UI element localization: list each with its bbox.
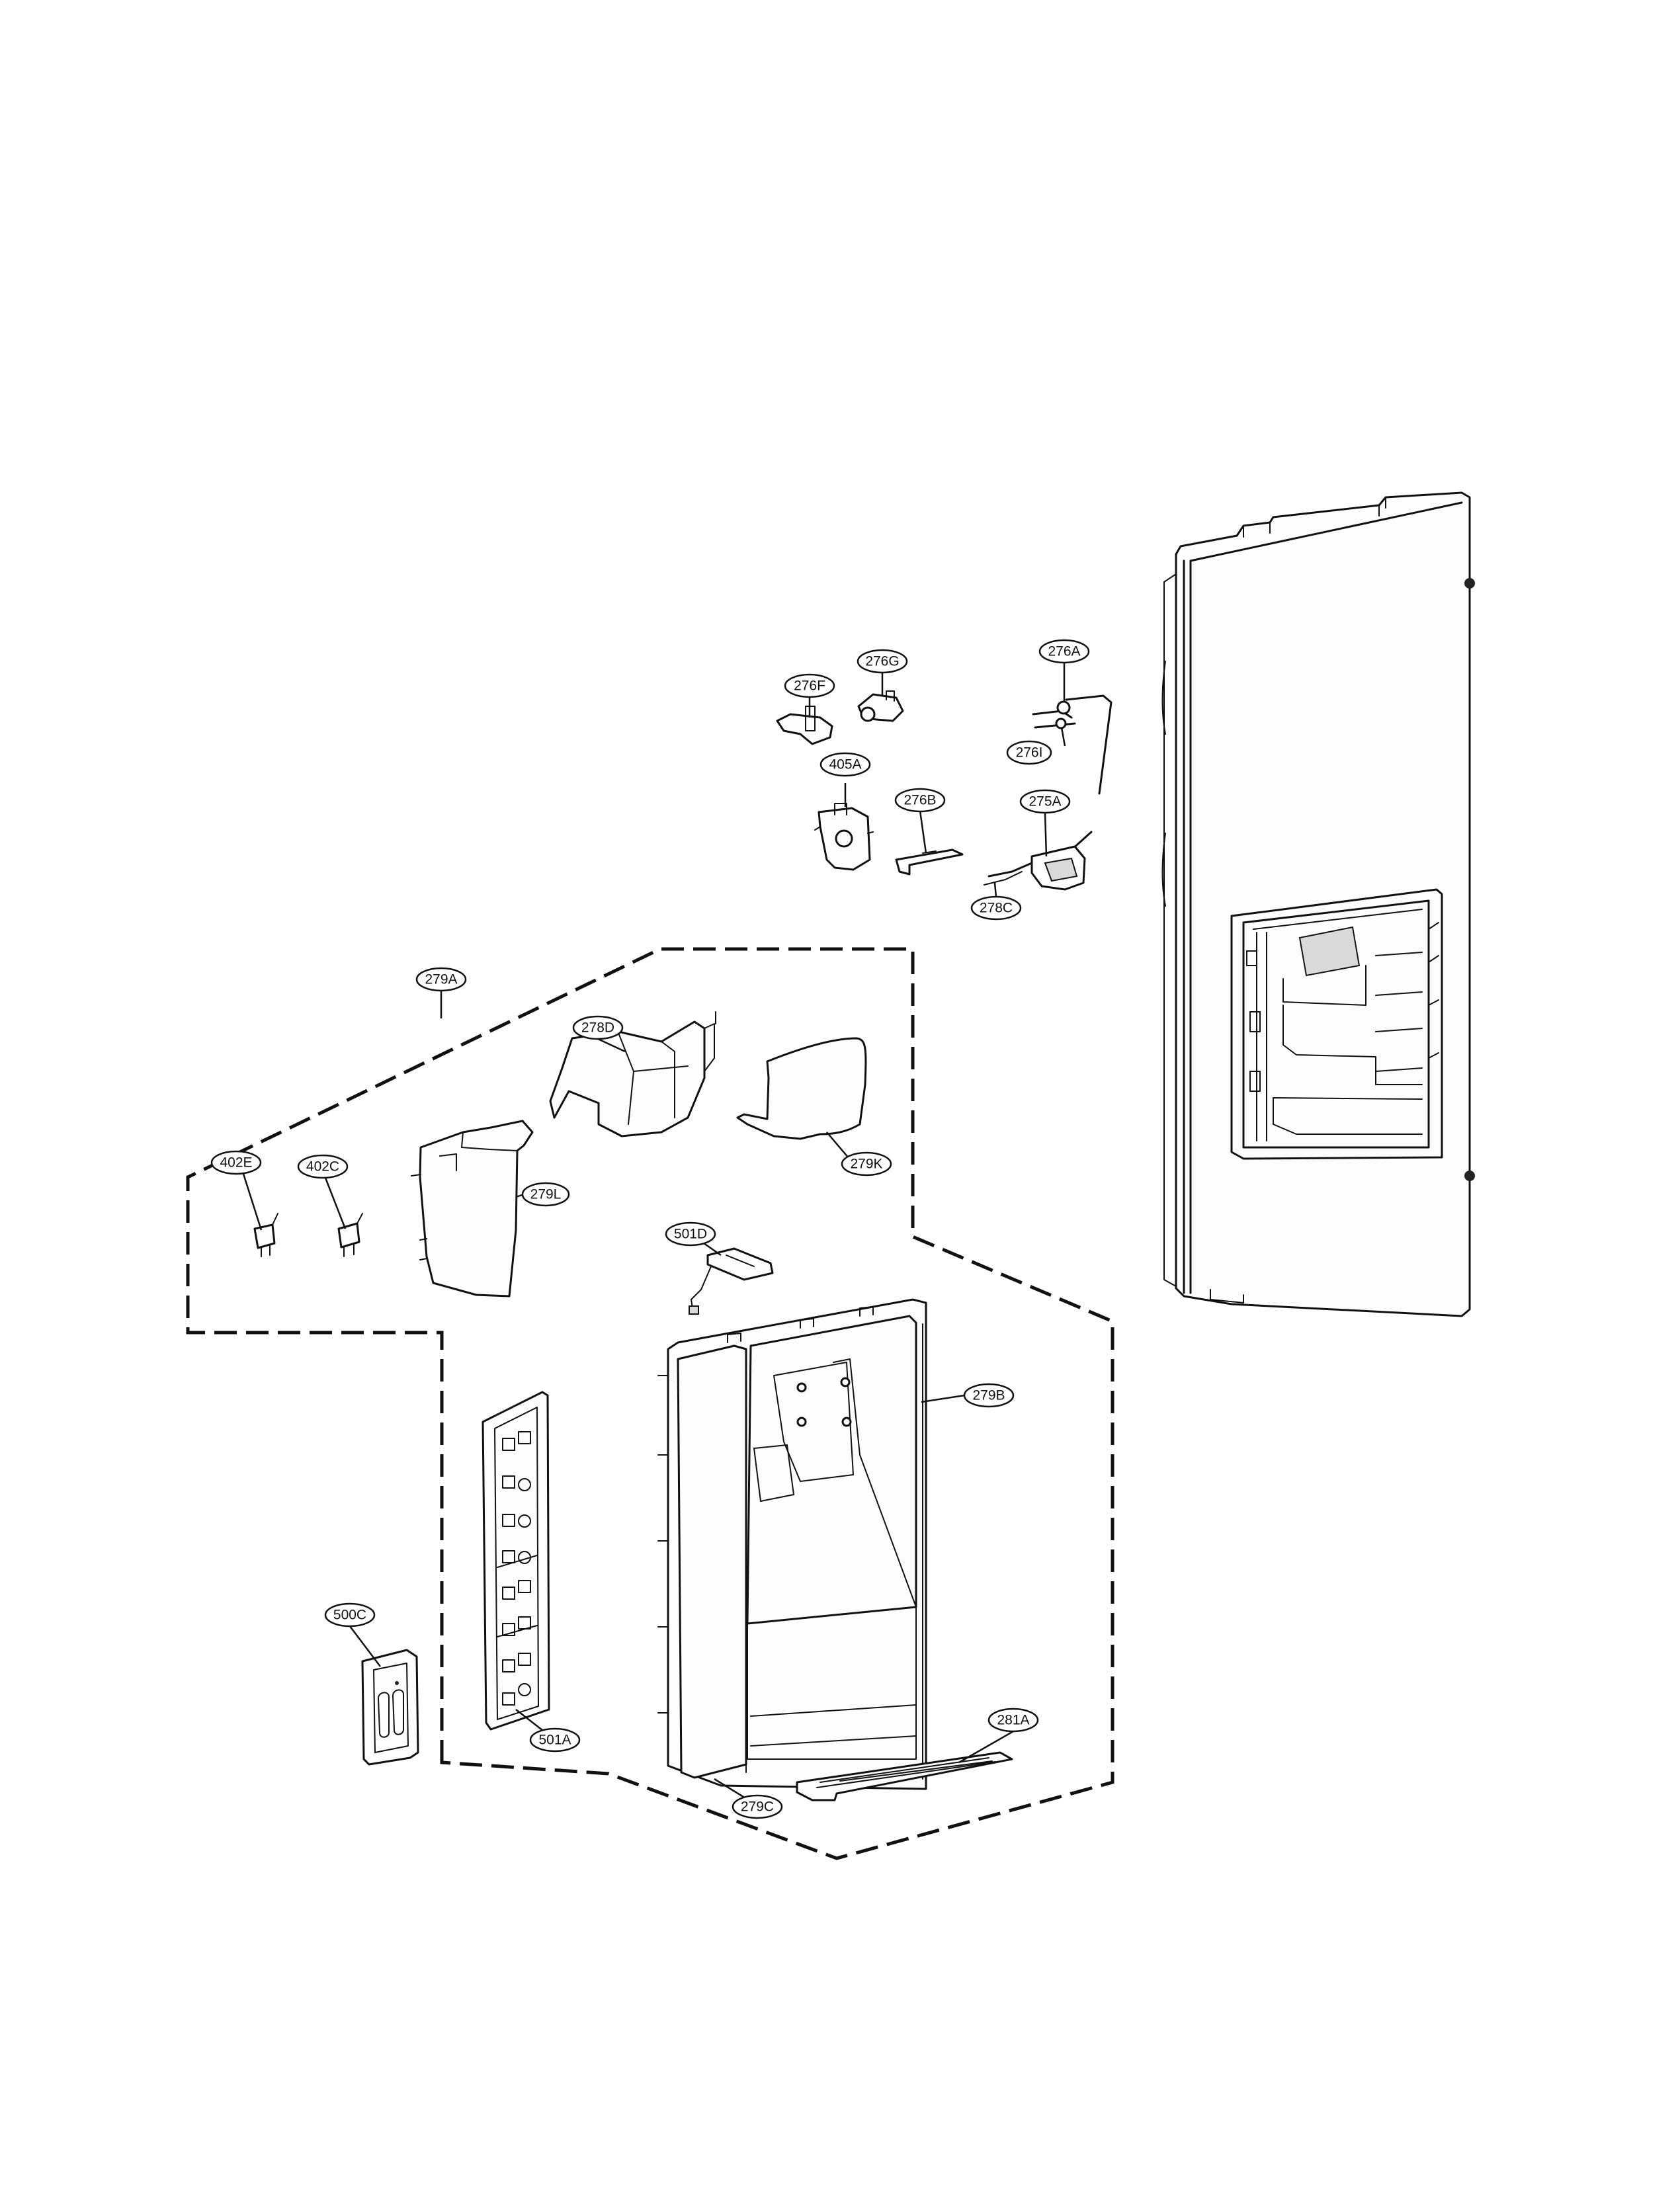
svg-text:402C: 402C [306, 1159, 339, 1175]
panel-button-grid [497, 1431, 538, 1706]
part-501d [689, 1247, 774, 1315]
svg-text:276F: 276F [794, 679, 825, 694]
svg-text:278C: 278C [980, 901, 1013, 916]
part-279l [411, 1120, 534, 1298]
svg-text:279C: 279C [741, 1799, 774, 1815]
callout-279b: 279B [963, 1383, 1015, 1408]
part-276f [776, 706, 833, 745]
part-278d [549, 1011, 716, 1137]
callout-279c: 279C [732, 1794, 783, 1819]
part-279c-cover [677, 1344, 747, 1779]
callout-405a: 405A [819, 752, 871, 777]
callout-276i: 276I [1006, 740, 1052, 765]
svg-text:402E: 402E [220, 1155, 252, 1171]
svg-text:279K: 279K [850, 1157, 882, 1172]
callout-501d: 501D [665, 1221, 716, 1247]
svg-text:405A: 405A [829, 757, 861, 772]
svg-text:275A: 275A [1029, 794, 1061, 809]
dispenser-recess [1230, 888, 1443, 1160]
callout-500c: 500C [324, 1602, 376, 1628]
part-276g [857, 690, 904, 722]
callout-402c: 402C [297, 1154, 349, 1179]
part-276b [895, 848, 964, 876]
refrigerator-door [1161, 491, 1475, 1317]
svg-text:501A: 501A [538, 1733, 571, 1748]
part-402c [337, 1213, 363, 1257]
callout-278c: 278C [970, 895, 1022, 921]
part-500c [361, 1649, 419, 1766]
part-405a [814, 803, 874, 871]
callout-275a: 275A [1019, 789, 1071, 814]
part-402e [253, 1213, 278, 1257]
svg-text:276G: 276G [865, 654, 899, 669]
svg-text:279A: 279A [425, 972, 457, 987]
svg-text:279B: 279B [972, 1388, 1005, 1403]
assembly-boundary-279a [186, 947, 1114, 1860]
svg-text:278D: 278D [581, 1020, 614, 1036]
callout-276g: 276G [857, 649, 908, 674]
callout-278d: 278D [572, 1015, 624, 1040]
callout-276f: 276F [784, 673, 835, 698]
callout-279a: 279A [415, 967, 467, 992]
callout-279k: 279K [841, 1151, 892, 1176]
callout-402e: 402E [210, 1150, 262, 1175]
callout-279l: 279L [521, 1182, 570, 1207]
svg-text:500C: 500C [333, 1608, 366, 1623]
svg-text:279L: 279L [530, 1187, 562, 1202]
svg-text:501D: 501D [674, 1227, 707, 1242]
part-279k [736, 1037, 867, 1140]
callout-276a: 276A [1038, 639, 1090, 664]
svg-text:281A: 281A [997, 1713, 1029, 1728]
callout-501a: 501A [529, 1727, 581, 1753]
callout-281a: 281A [987, 1708, 1039, 1733]
svg-text:276B: 276B [903, 793, 936, 808]
part-501a-panel [482, 1391, 550, 1731]
svg-text:276I: 276I [1016, 745, 1043, 761]
leader-lines [242, 661, 1066, 1807]
svg-text:276A: 276A [1048, 644, 1080, 659]
callout-276b: 276B [894, 788, 946, 813]
part-275a-278c [984, 831, 1093, 891]
